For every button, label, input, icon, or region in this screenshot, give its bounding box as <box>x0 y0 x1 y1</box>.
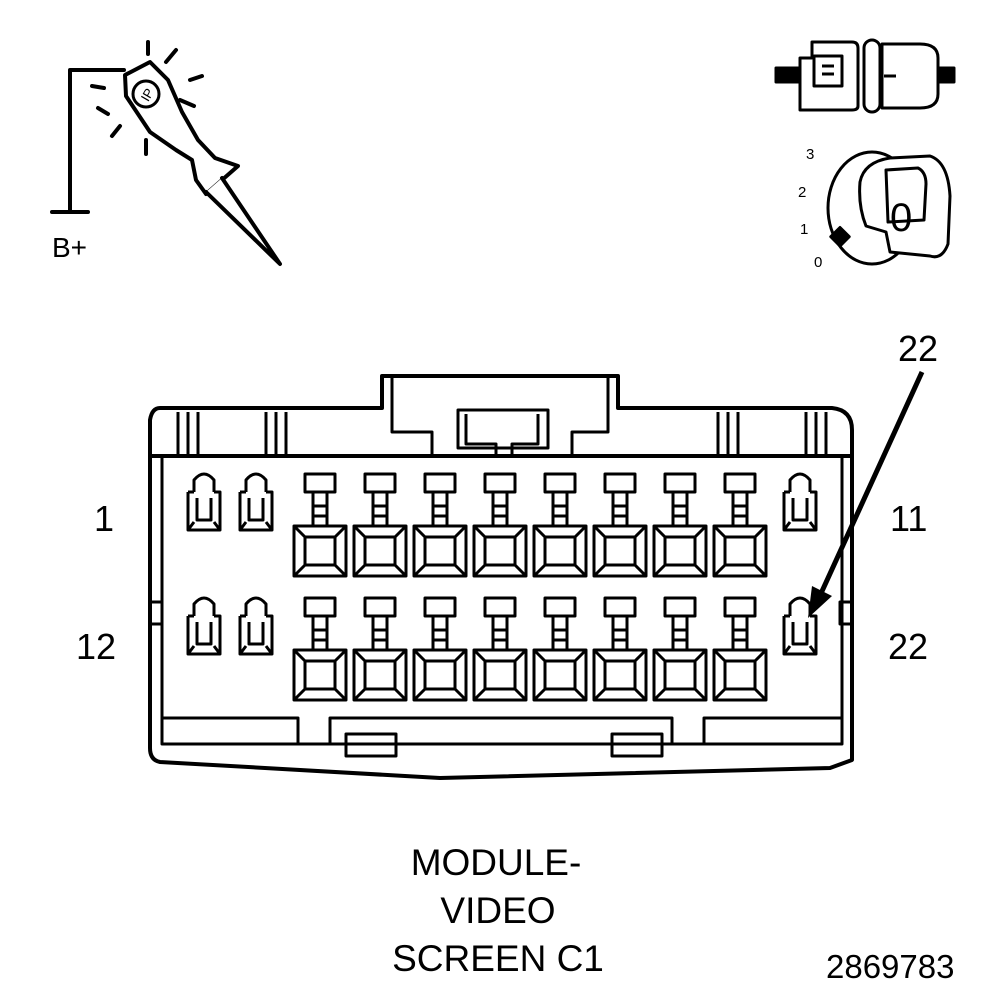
terminal-cavity-21 <box>712 596 768 702</box>
pin-layer <box>186 472 818 702</box>
pin-label-1: 1 <box>94 498 115 539</box>
terminal-cavity-22 <box>782 596 818 656</box>
terminal-cavity-11 <box>782 472 818 532</box>
ignition-position-1: 1 <box>800 221 809 238</box>
pin-label-12: 12 <box>76 626 117 667</box>
terminal-cavity-15 <box>352 596 408 702</box>
callout-arrow <box>808 370 925 618</box>
terminal-cavity-20 <box>652 596 708 702</box>
terminal-cavity-1 <box>186 472 222 532</box>
connector-disconnect-icon <box>774 38 956 114</box>
key-position-label: 0 <box>890 196 913 240</box>
ignition-key-icon <box>826 150 952 266</box>
terminal-cavity-13 <box>238 596 274 656</box>
pin-label-22: 22 <box>888 626 929 667</box>
terminal-cavity-8 <box>592 472 648 578</box>
terminal-cavity-7 <box>532 472 588 578</box>
terminal-cavity-4 <box>352 472 408 578</box>
terminal-cavity-14 <box>292 596 348 702</box>
terminal-cavity-5 <box>412 472 468 578</box>
terminal-cavity-9 <box>652 472 708 578</box>
terminal-cavity-10 <box>712 472 768 578</box>
terminal-cavity-16 <box>412 596 468 702</box>
callout-pin-label: 22 <box>898 328 939 369</box>
terminal-cavity-6 <box>472 472 528 578</box>
ignition-position-3: 3 <box>806 146 815 163</box>
caption-line-2: VIDEO <box>440 890 556 931</box>
terminal-cavity-17 <box>472 596 528 702</box>
terminal-cavity-19 <box>592 596 648 702</box>
terminal-cavity-3 <box>292 472 348 578</box>
terminal-cavity-18 <box>532 596 588 702</box>
supply-label: B+ <box>52 232 88 263</box>
caption-line-1: MODULE- <box>410 842 582 883</box>
ignition-position-2: 2 <box>798 184 807 201</box>
test-light-probe-icon: IP <box>50 40 282 266</box>
terminal-cavity-2 <box>238 472 274 532</box>
document-number: 2869783 <box>826 948 955 985</box>
ignition-position-0: 0 <box>814 254 823 271</box>
terminal-cavity-12 <box>186 596 222 656</box>
caption-line-3: SCREEN C1 <box>392 938 604 979</box>
pin-label-11: 11 <box>890 498 928 539</box>
